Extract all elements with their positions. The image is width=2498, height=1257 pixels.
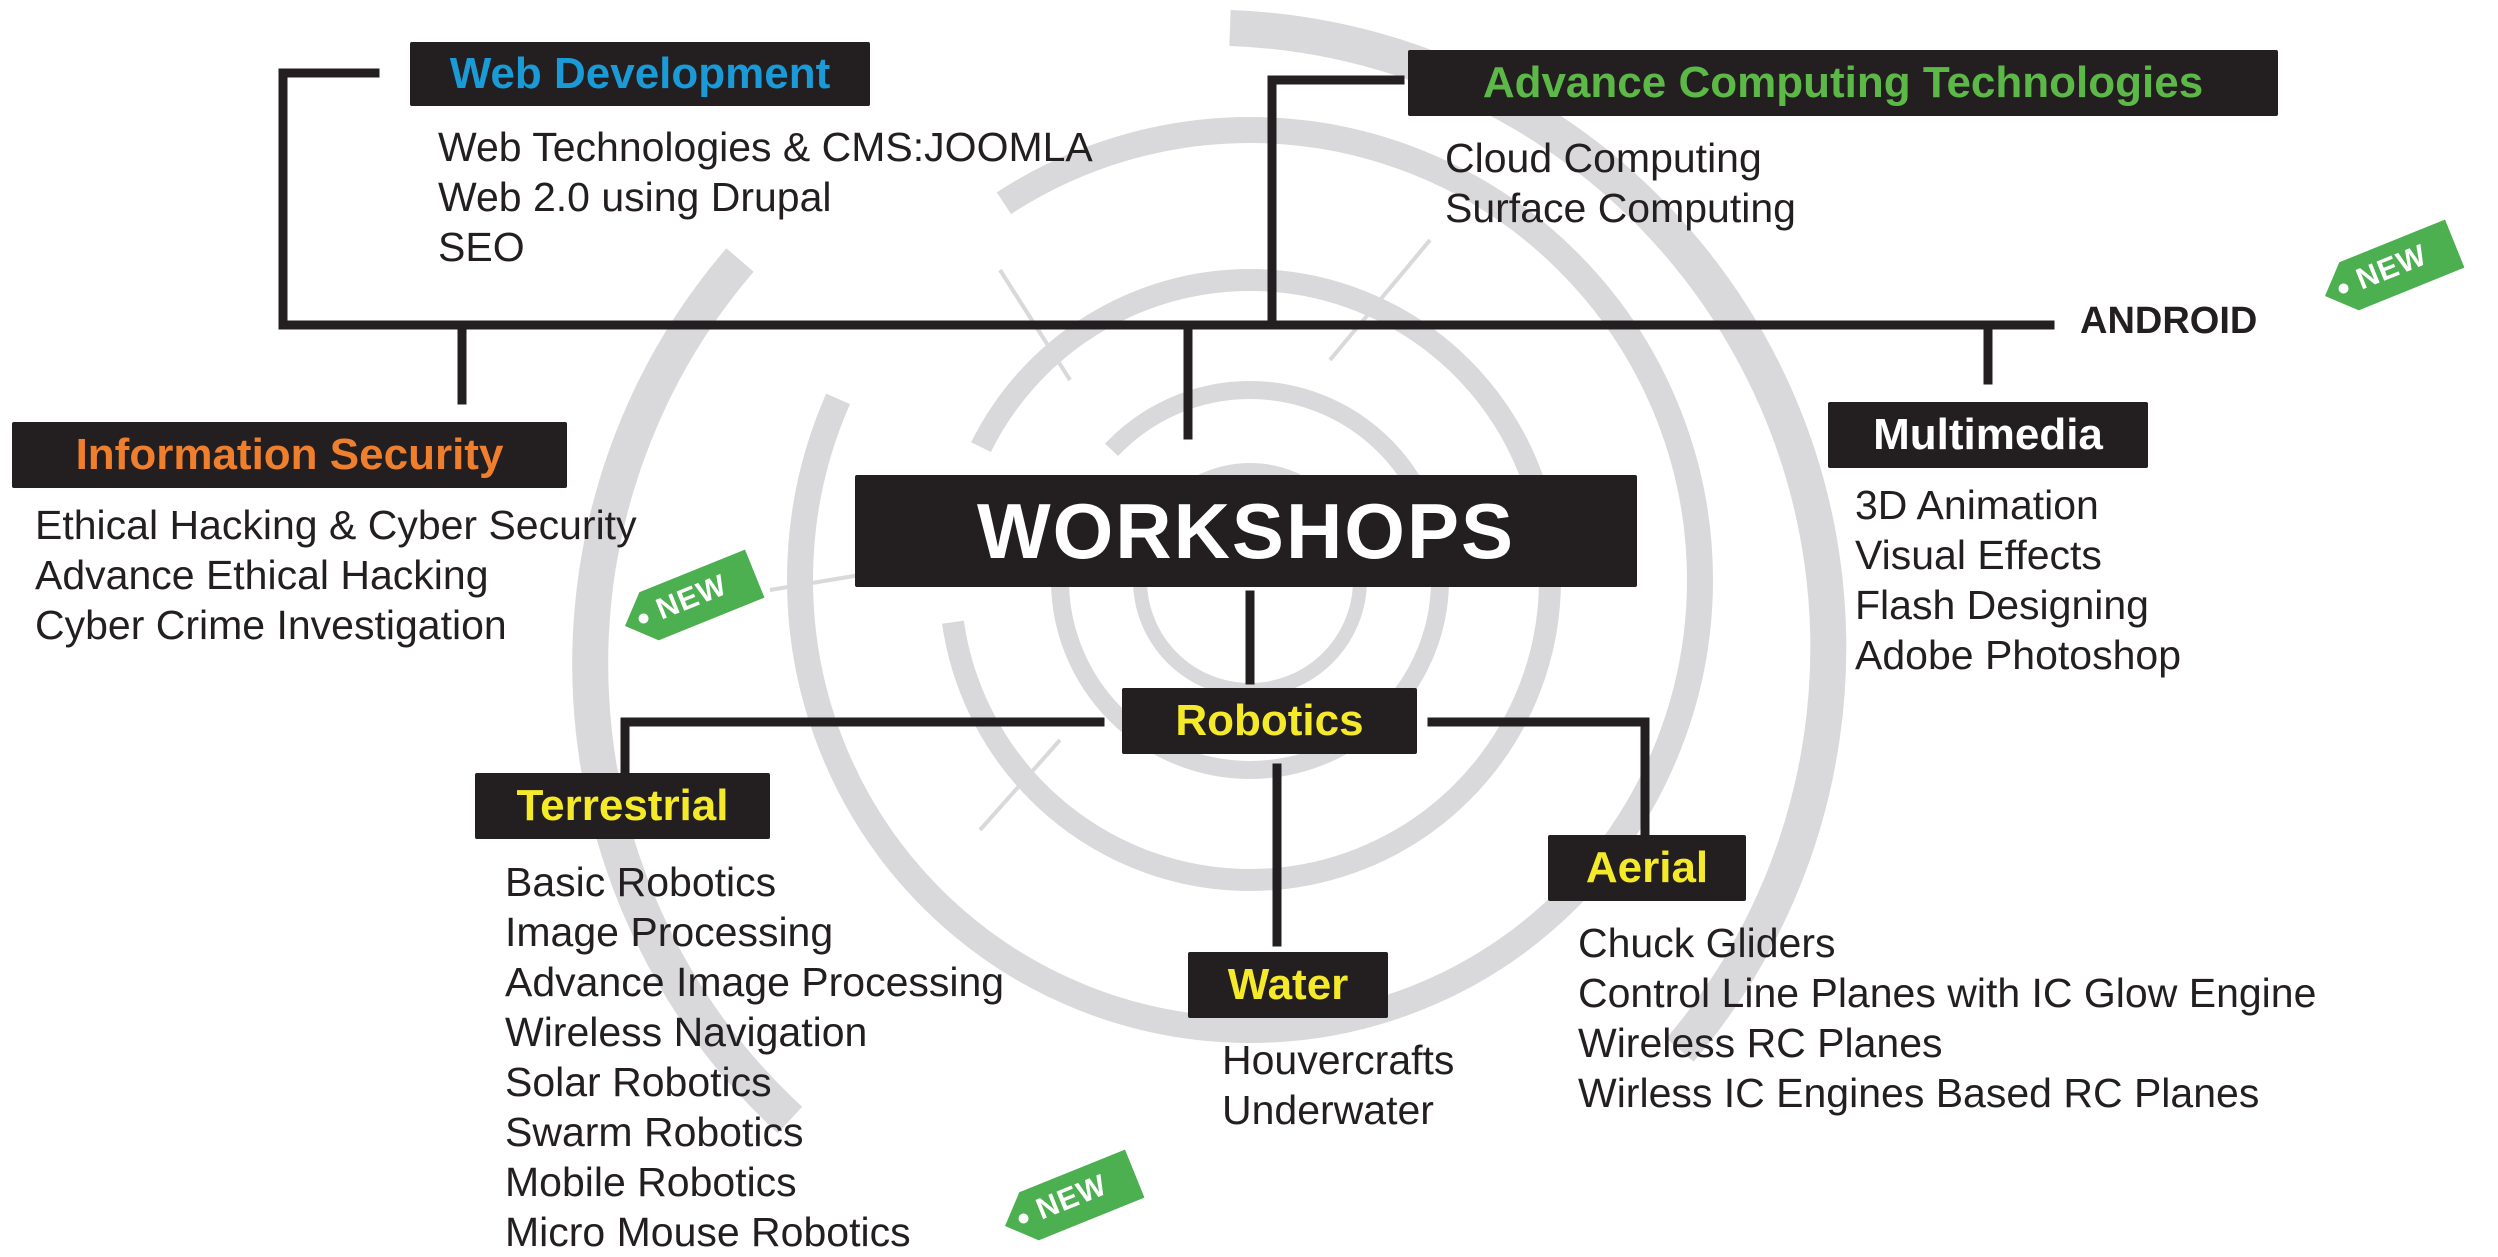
list-item: Wireless RC Planes bbox=[1578, 1020, 1943, 1066]
list-item: Micro Mouse Robotics bbox=[505, 1209, 911, 1255]
multimedia-list: 3D Animation Visual Effects Flash Design… bbox=[1855, 480, 2181, 680]
water-list: Houvercrafts Underwater bbox=[1222, 1035, 1454, 1135]
terrestrial-title: Terrestrial bbox=[475, 773, 770, 839]
aerial-title: Aerial bbox=[1548, 835, 1746, 901]
advance-computing-list: Cloud Computing Surface Computing bbox=[1445, 133, 1796, 233]
new-tag-robotics: NEW bbox=[995, 1149, 1145, 1250]
list-item: Swarm Robotics bbox=[505, 1109, 804, 1155]
web-development-list: Web Technologies & CMS:JOOMLA Web 2.0 us… bbox=[438, 122, 1093, 272]
tag-icon bbox=[1005, 1149, 1145, 1241]
list-item: Advance Image Processing bbox=[505, 959, 1005, 1005]
list-item: Wirless IC Engines Based RC Planes bbox=[1578, 1070, 2260, 1116]
list-item: Adobe Photoshop bbox=[1855, 632, 2181, 678]
list-item: Mobile Robotics bbox=[505, 1159, 797, 1205]
list-item: Cyber Crime Investigation bbox=[35, 602, 507, 648]
list-item: SEO bbox=[438, 224, 525, 270]
list-item: Flash Designing bbox=[1855, 582, 2149, 628]
list-item: 3D Animation bbox=[1855, 482, 2099, 528]
new-tag-infosec: NEW bbox=[615, 549, 765, 650]
web-development-title: Web Development bbox=[410, 42, 870, 106]
water-title: Water bbox=[1188, 952, 1388, 1018]
list-item: Underwater bbox=[1222, 1087, 1434, 1133]
list-item: Solar Robotics bbox=[505, 1059, 772, 1105]
list-item: Wireless Navigation bbox=[505, 1009, 868, 1055]
advance-computing-title: Advance Computing Technologies bbox=[1408, 50, 2278, 116]
tag-icon bbox=[2325, 219, 2465, 311]
list-item: Cloud Computing bbox=[1445, 135, 1762, 181]
new-tag-android: NEW bbox=[2315, 219, 2465, 320]
list-item: Advance Ethical Hacking bbox=[35, 552, 489, 598]
connector-lines bbox=[278, 68, 2055, 947]
information-security-title: Information Security bbox=[12, 422, 567, 488]
list-item: Web 2.0 using Drupal bbox=[438, 174, 832, 220]
list-item: Image Processing bbox=[505, 909, 834, 955]
android-label: ANDROID bbox=[2080, 300, 2258, 342]
list-item: Visual Effects bbox=[1855, 532, 2102, 578]
list-item: Basic Robotics bbox=[505, 859, 777, 905]
terrestrial-list: Basic Robotics Image Processing Advance … bbox=[505, 857, 1004, 1257]
list-item: Control Line Planes with IC Glow Engine bbox=[1578, 970, 2317, 1016]
list-item: Web Technologies & CMS:JOOMLA bbox=[438, 124, 1093, 170]
list-item: Houvercrafts bbox=[1222, 1037, 1455, 1083]
list-item: Ethical Hacking & Cyber Security bbox=[35, 502, 637, 548]
tag-icon bbox=[625, 549, 765, 641]
list-item: Surface Computing bbox=[1445, 185, 1796, 231]
information-security-list: Ethical Hacking & Cyber Security Advance… bbox=[35, 500, 637, 650]
list-item: Chuck Gliders bbox=[1578, 920, 1836, 966]
robotics-title: Robotics bbox=[1122, 688, 1417, 754]
multimedia-title: Multimedia bbox=[1828, 402, 2148, 468]
aerial-list: Chuck Gliders Control Line Planes with I… bbox=[1578, 918, 2316, 1118]
workshops-center: WORKSHOPS bbox=[855, 475, 1637, 587]
